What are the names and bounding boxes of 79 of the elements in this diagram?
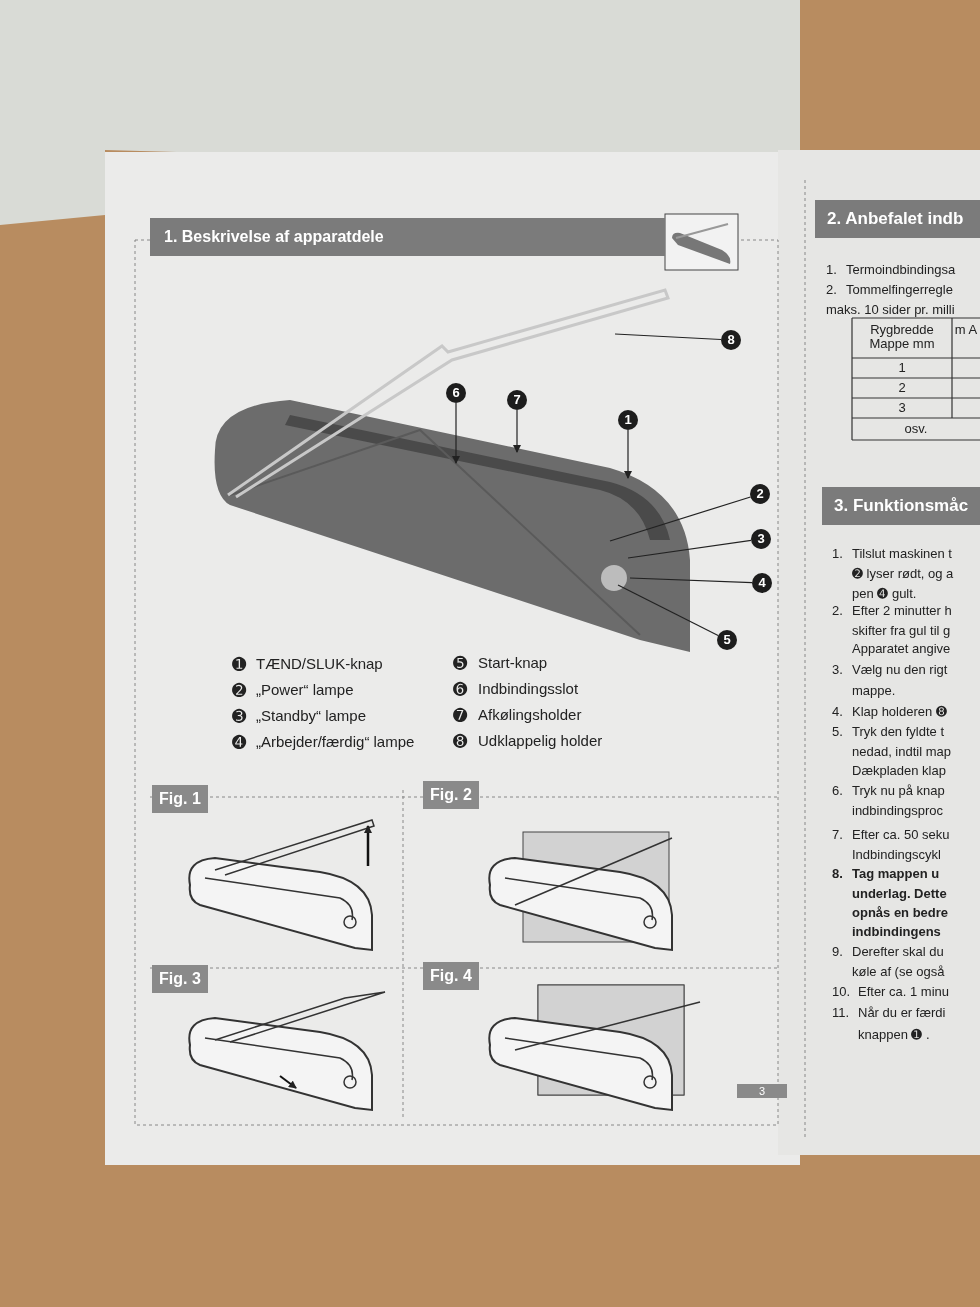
instruction-text: Indbindingscykl — [852, 847, 941, 863]
list-number: 11. — [832, 1005, 850, 1021]
callout-number-glyph: ➐ — [453, 706, 468, 724]
table-cell-text: 2 — [897, 381, 907, 395]
list-number: 3. — [832, 662, 843, 678]
page-number: 3 — [737, 1084, 787, 1098]
instruction-text: Når du er færdi — [858, 1005, 946, 1021]
part-name: Udklappelig holder — [478, 732, 603, 750]
instruction-text: Efter 2 minutter h — [852, 603, 952, 619]
part-name: Start-knap — [478, 654, 548, 672]
part-name: Indbindingsslot — [478, 680, 579, 698]
figure-tag: Fig. 3 — [152, 965, 208, 993]
instruction-text: knappen ➊ . — [858, 1027, 930, 1043]
table-cell-text: 3 — [897, 401, 907, 415]
instruction-text: Efter ca. 1 minu — [858, 984, 950, 1000]
instruction-text: Derefter skal du — [852, 944, 944, 960]
section-header-bar: 1. Beskrivelse af apparatdele — [150, 218, 665, 256]
figure-tag: Fig. 2 — [423, 781, 479, 809]
part-name: „Standby“ lampe — [256, 707, 367, 725]
instruction-text: ➋ lyser rødt, og a — [852, 566, 954, 582]
leader-line — [627, 539, 752, 559]
instruction-text: Tryk nu på knap — [852, 783, 945, 799]
instruction-text: Apparatet angive — [852, 641, 951, 657]
instruction-text: Vælg nu den rigt — [852, 662, 948, 678]
list-number: 2. — [826, 282, 837, 298]
instruction-text: Klap holderen ➑ — [852, 704, 947, 720]
instruction-text: underlag. Dette — [852, 886, 947, 902]
instruction-text: skifter fra gul til g — [852, 623, 951, 639]
part-name: „Power“ lampe — [256, 681, 354, 699]
list-number: 8. — [832, 866, 843, 882]
list-number: 1. — [832, 546, 843, 562]
leader-line — [614, 333, 722, 341]
instruction-text: opnås en bedre — [852, 905, 949, 921]
table-cell-text: 1 — [897, 361, 907, 375]
instruction-text: indbindingsproc — [852, 803, 944, 819]
list-number: 5. — [832, 724, 843, 740]
figure-tag: Fig. 4 — [423, 962, 479, 990]
callout-number-glyph: ➊ — [232, 655, 247, 673]
part-name: TÆND/SLUK-knap — [256, 655, 383, 673]
instruction-text: Tag mappen u — [852, 866, 940, 882]
list-number: 6. — [832, 783, 843, 799]
callout-number-glyph: ➋ — [232, 681, 247, 699]
figure-tag: Fig. 1 — [152, 785, 208, 813]
instruction-text: Efter ca. 50 seku — [852, 827, 950, 843]
list-number: 2. — [832, 603, 843, 619]
table-cell-text: osv. — [903, 422, 929, 436]
leader-line — [624, 429, 632, 479]
instruction-text: Tryk den fyldte t — [852, 724, 944, 740]
leader-line — [513, 409, 521, 453]
leader-line — [617, 584, 719, 637]
instruction-text: Termoindbindingsa — [846, 262, 956, 278]
instruction-text: nedad, indtil map — [852, 744, 951, 760]
list-number: 4. — [832, 704, 843, 720]
table-cell-text: m A — [953, 323, 979, 337]
callout-number-glyph: ➍ — [232, 733, 247, 751]
instruction-text: pen ➍ gult. — [852, 586, 917, 602]
list-number: 1. — [826, 262, 837, 278]
section-header-bar: 2. Anbefalet indb — [815, 200, 980, 238]
instruction-text: Tommelfingerregle — [846, 282, 953, 298]
leader-line — [609, 496, 752, 542]
instruction-text: maks. 10 sider pr. milli — [826, 302, 955, 318]
list-number: 7. — [832, 827, 843, 843]
instruction-text: køle af (se også — [852, 964, 945, 980]
instruction-text: Dækpladen klap — [852, 763, 946, 779]
instruction-text: Tilslut maskinen t — [852, 546, 952, 562]
section-header-bar: 3. Funktionsmåc — [822, 487, 980, 525]
part-name: Afkølingsholder — [478, 706, 582, 724]
table-cell-text: Rygbredde Mappe mm — [868, 323, 936, 351]
leader-line — [452, 402, 460, 464]
callout-number-glyph: ➏ — [453, 680, 468, 698]
part-name: „Arbejder/færdig“ lampe — [256, 733, 415, 751]
instruction-text: indbindingens — [852, 924, 941, 940]
list-number: 10. — [832, 984, 851, 1000]
leader-line — [629, 577, 753, 584]
callout-number-glyph: ➌ — [232, 707, 247, 725]
callout-number-glyph: ➎ — [453, 654, 468, 672]
list-number: 9. — [832, 944, 843, 960]
instruction-text: mappe. — [852, 683, 896, 699]
callout-number-glyph: ➑ — [453, 732, 468, 750]
